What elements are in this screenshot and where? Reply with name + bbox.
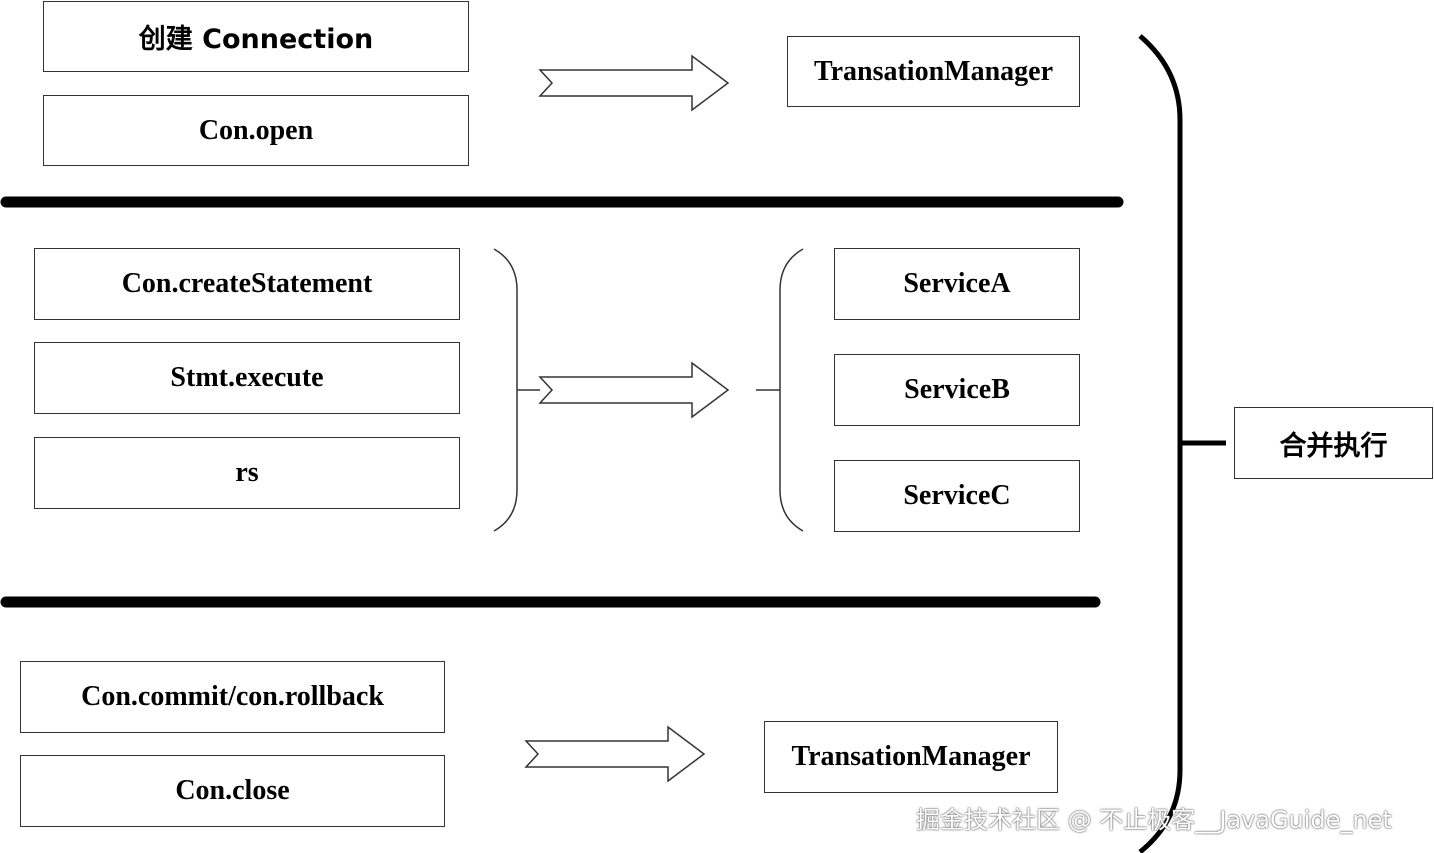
con-create-statement-box: Con.createStatement — [34, 248, 460, 320]
watermark-text: 掘金技术社区 @ 不止极客__JavaGuide_net — [916, 806, 1392, 834]
right-brace — [1138, 34, 1183, 853]
middle-right-bracket — [779, 248, 804, 532]
con-open-box: Con.open — [43, 95, 469, 166]
middle-left-bracket — [493, 248, 518, 532]
arrow-bottom — [524, 725, 706, 783]
merge-execute-box: 合并执行 — [1234, 407, 1433, 479]
service-c-box: ServiceC — [834, 460, 1080, 532]
rs-box: rs — [34, 437, 460, 509]
arrow-middle — [538, 361, 730, 419]
service-b-box: ServiceB — [834, 354, 1080, 426]
service-a-box: ServiceA — [834, 248, 1080, 320]
create-connection-box: 创建 Connection — [43, 1, 469, 72]
con-commit-rollback-box: Con.commit/con.rollback — [20, 661, 445, 733]
arrow-top — [538, 54, 730, 112]
con-close-box: Con.close — [20, 755, 445, 827]
stmt-execute-box: Stmt.execute — [34, 342, 460, 414]
transaction-manager-bottom-box: TransationManager — [764, 721, 1058, 793]
transaction-manager-top-box: TransationManager — [787, 36, 1080, 107]
